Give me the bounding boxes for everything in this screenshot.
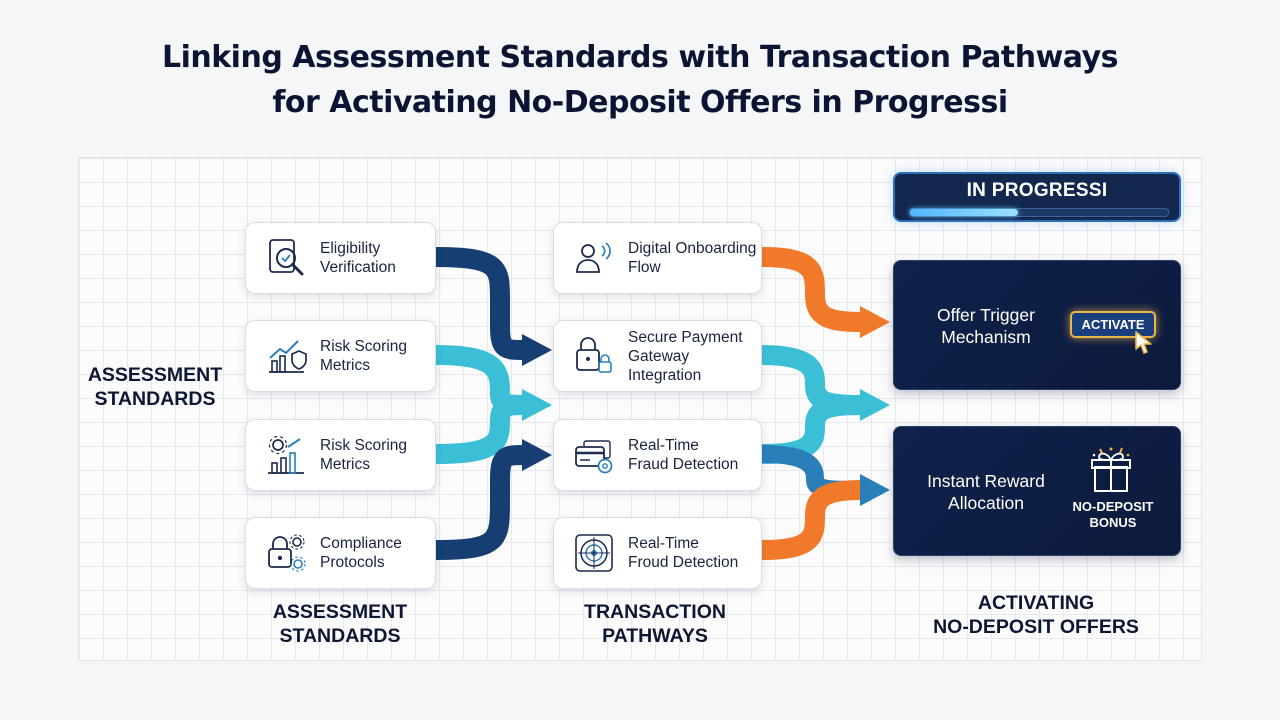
card-digital-onboarding-flow: Digital Onboarding Flow bbox=[553, 222, 762, 294]
assessment-side-label: ASSESSMENT STANDARDS bbox=[87, 364, 223, 410]
card-label: Real-Time Fraud Detection bbox=[628, 437, 739, 473]
card-secure-payment-gateway: Secure Payment Gateway Integration bbox=[553, 320, 762, 392]
arrowhead-reward bbox=[860, 474, 890, 506]
assessment-column-label: ASSESSMENT STANDARDS bbox=[272, 601, 408, 647]
card-real-time-fraud-detection: Real-Time Fraud Detection bbox=[553, 419, 762, 491]
card-label: Secure Payment Gateway Integration bbox=[628, 328, 743, 384]
radar-target-icon bbox=[575, 534, 613, 572]
arrowhead-eligibility bbox=[522, 334, 552, 366]
card-label: Compliance Protocols bbox=[320, 535, 402, 571]
card-label: Risk Scoring Metrics bbox=[320, 338, 407, 374]
progress-track bbox=[909, 208, 1169, 217]
progress-indicator: IN PROGRESSI bbox=[893, 172, 1181, 222]
title-line-2: for Activating No-Deposit Offers in Prog… bbox=[272, 85, 1008, 120]
arrowhead-risk bbox=[522, 389, 552, 421]
magnifier-document-icon bbox=[269, 239, 304, 276]
chart-gear-icon bbox=[268, 435, 304, 474]
title-line-1: Linking Assessment Standards with Transa… bbox=[161, 40, 1119, 75]
card-label: Real-Time Froud Detection bbox=[628, 535, 739, 571]
instant-reward-label: Instant Reward Allocation bbox=[927, 471, 1045, 513]
no-deposit-bonus-badge: NO-DEPOSIT BONUS bbox=[1072, 499, 1154, 530]
user-waves-icon bbox=[576, 242, 611, 273]
card-real-time-froud-detection: Real-Time Froud Detection bbox=[553, 517, 762, 589]
transaction-column-label: TRANSACTION PATHWAYS bbox=[584, 601, 726, 647]
cursor-pointer-icon bbox=[1135, 331, 1152, 354]
card-label: Risk Scoring Metrics bbox=[320, 437, 407, 473]
padlocks-icon bbox=[576, 337, 612, 373]
instant-reward-box: Instant Reward Allocation bbox=[893, 426, 1181, 556]
card-label: Digital Onboarding Flow bbox=[628, 240, 757, 276]
arrow-froud-to-reward bbox=[761, 480, 863, 560]
arrow-eligibility-to-payment bbox=[435, 247, 526, 360]
arrowhead-onboarding bbox=[860, 306, 890, 338]
chart-shield-icon bbox=[269, 340, 307, 373]
card-risk-scoring-metrics-1: Risk Scoring Metrics bbox=[245, 320, 436, 392]
card-label: Eligibility Verification bbox=[320, 240, 396, 276]
lock-gears-icon bbox=[268, 534, 306, 572]
card-risk-scoring-metrics-2: Risk Scoring Metrics bbox=[245, 419, 436, 491]
arrowhead-compliance bbox=[522, 439, 552, 471]
arrow-risk2-to-fraud bbox=[435, 395, 526, 464]
progress-fill bbox=[910, 209, 1019, 216]
arrow-onboarding-to-trigger bbox=[761, 247, 863, 332]
offers-column-label: ACTIVATING NO-DEPOSIT OFFERS bbox=[933, 592, 1139, 638]
offer-trigger-label: Offer Trigger Mechanism bbox=[937, 305, 1035, 347]
activate-button[interactable]: ACTIVATE bbox=[1070, 311, 1156, 338]
gift-box-icon bbox=[1091, 447, 1131, 492]
arrowhead-payment bbox=[860, 389, 890, 421]
progress-label: IN PROGRESSI bbox=[966, 180, 1108, 201]
card-shield-icon bbox=[575, 440, 613, 474]
arrow-compliance-to-fraud bbox=[435, 445, 526, 560]
card-compliance-protocols: Compliance Protocols bbox=[245, 517, 436, 589]
card-eligibility-verification: Eligibility Verification bbox=[245, 222, 436, 294]
